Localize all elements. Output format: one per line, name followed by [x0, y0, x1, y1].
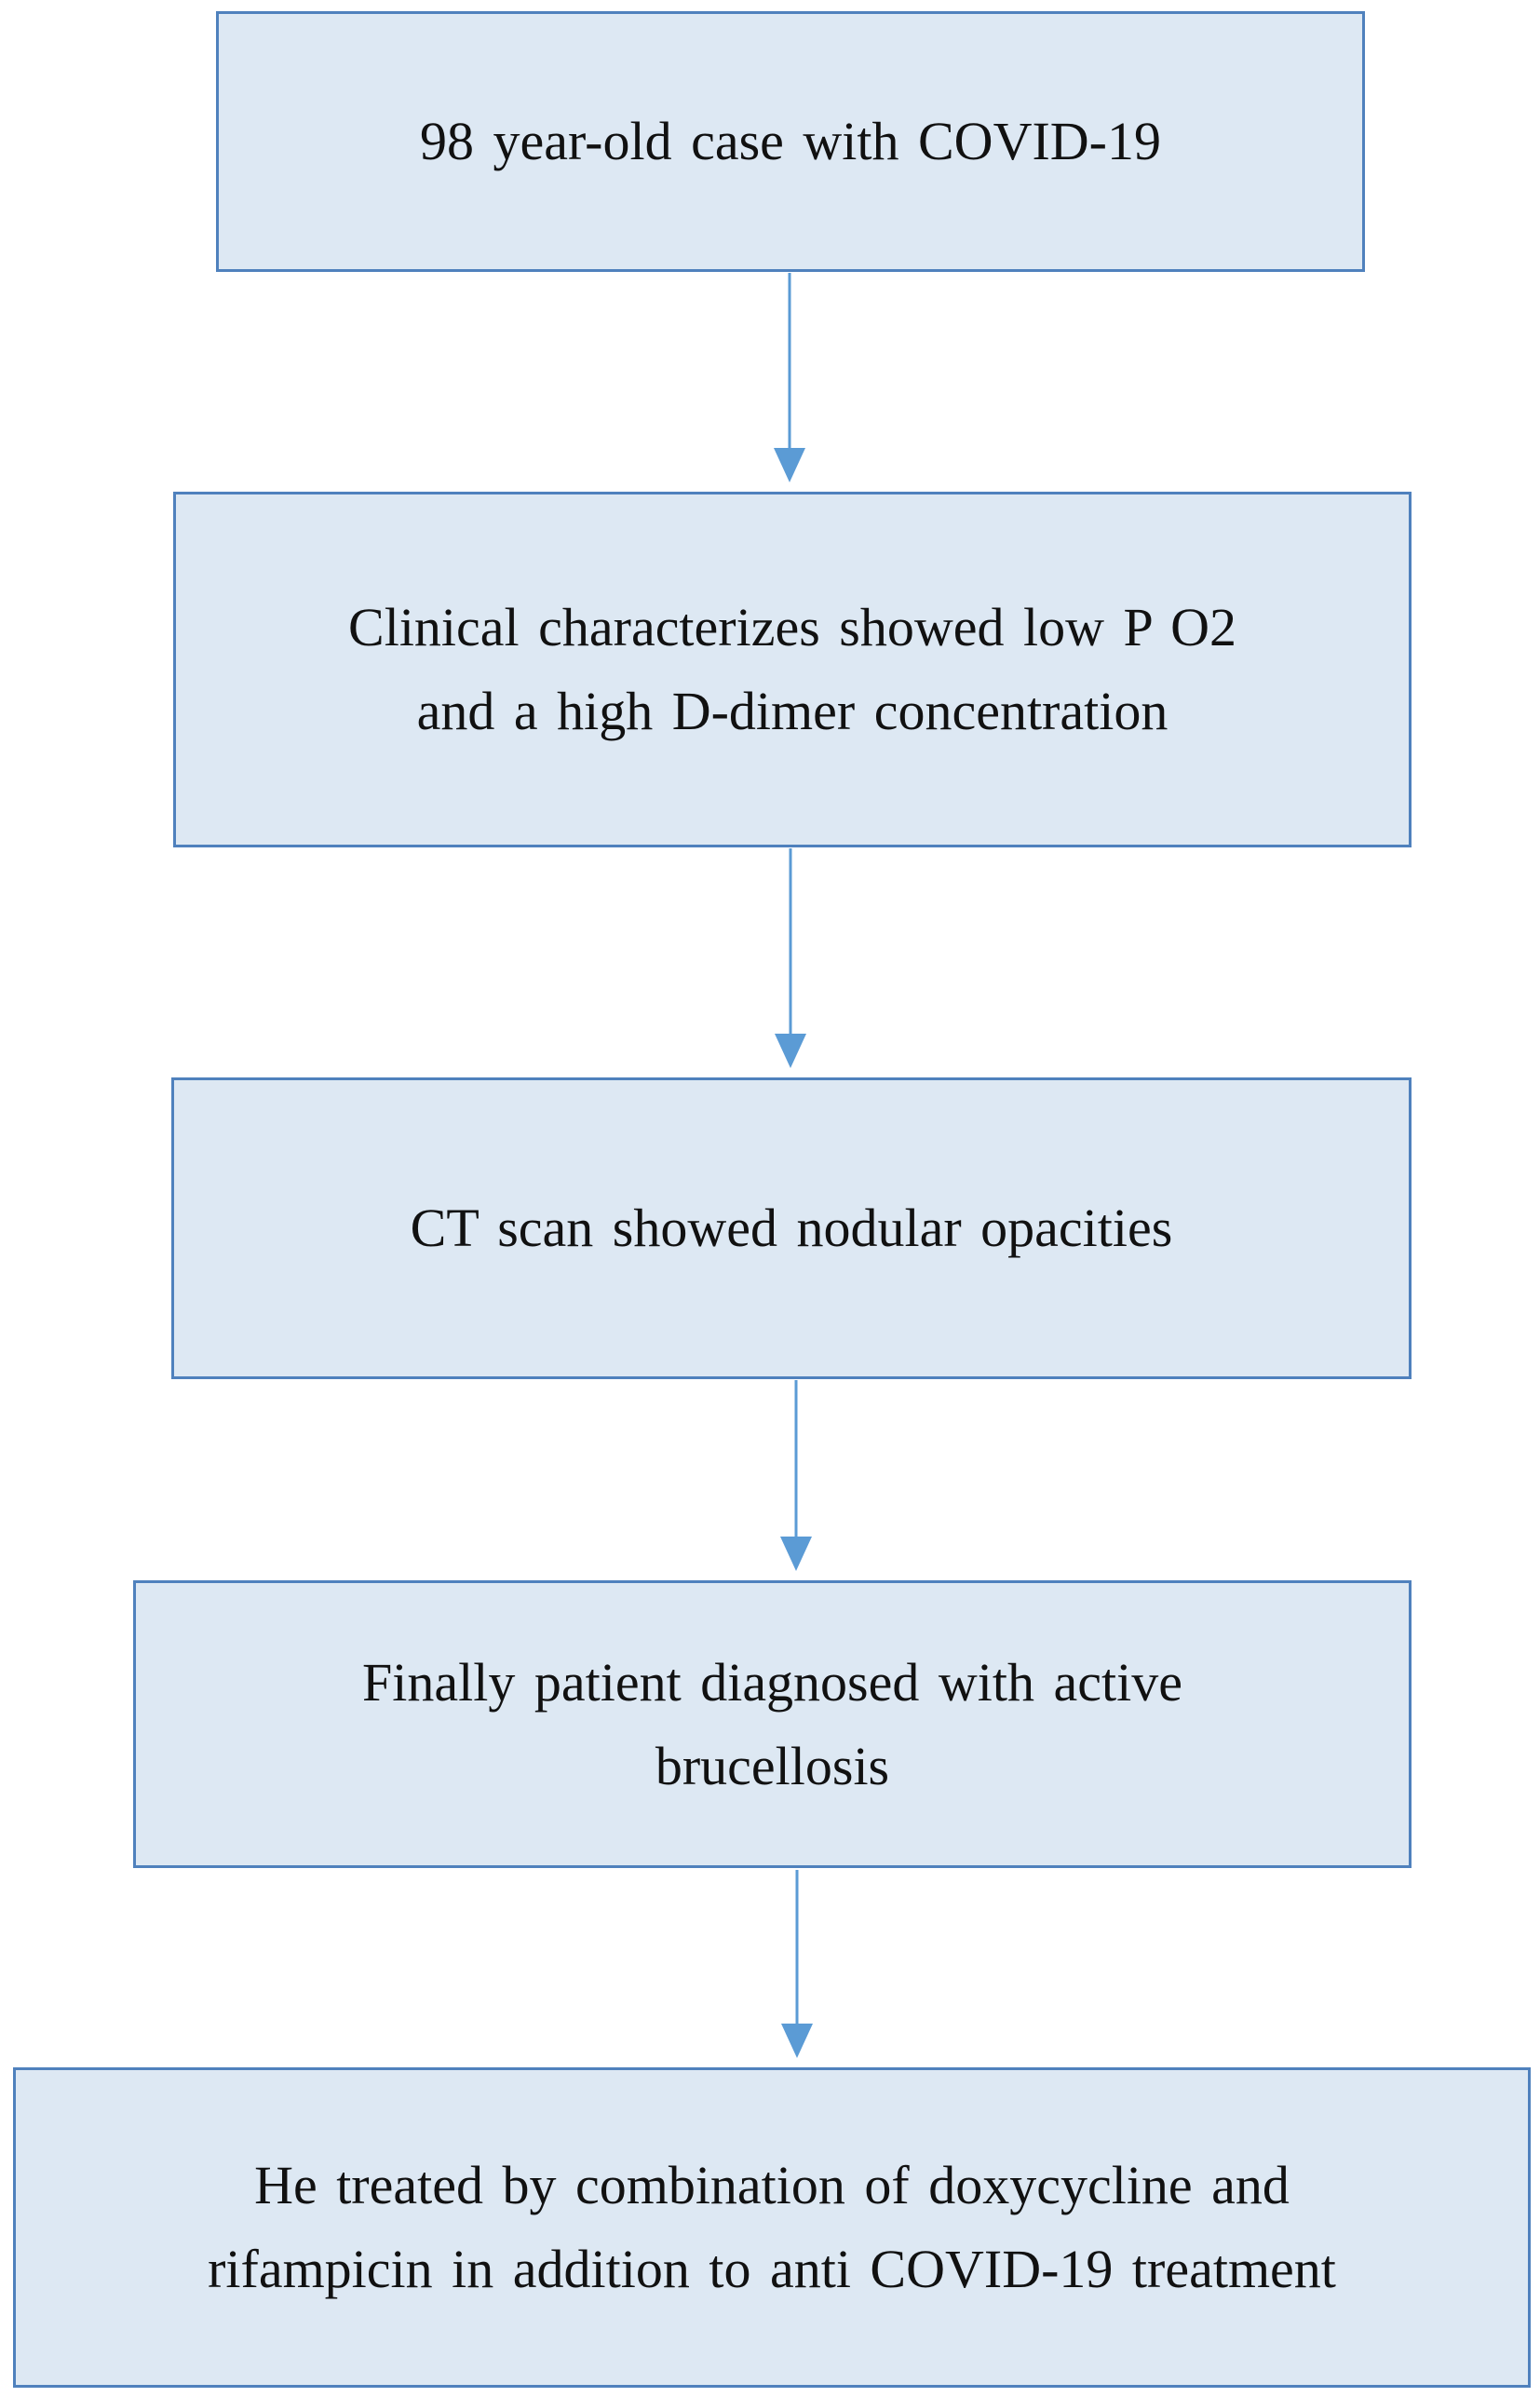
flow-step-2-box: Clinical characterizes showed low P O2 a… [173, 492, 1412, 847]
flow-step-1-line-1: 98 year-old case with COVID-19 [420, 111, 1161, 171]
flow-step-2-line-1: Clinical characterizes showed low P O2 [348, 597, 1236, 657]
flow-step-3-box: CT scan showed nodular opacities [171, 1077, 1412, 1379]
flow-step-4-line-2: brucellosis [655, 1735, 890, 1796]
arrow-4-to-5 [781, 1870, 813, 2058]
flow-step-1-text: 98 year-old case with COVID-19 [420, 109, 1161, 174]
flow-step-3-text: CT scan showed nodular opacities [411, 1196, 1173, 1261]
arrow-3-to-4 [780, 1380, 812, 1571]
flow-step-5-line-1: He treated by combination of doxycycline… [254, 2155, 1290, 2215]
flow-step-4-text: Finally patient diagnosed with active br… [362, 1641, 1182, 1808]
flow-step-5-text: He treated by combination of doxycycline… [208, 2144, 1336, 2311]
flow-step-2-text: Clinical characterizes showed low P O2 a… [348, 586, 1236, 753]
flow-step-4-line-1: Finally patient diagnosed with active [362, 1651, 1182, 1713]
arrow-1-to-2 [774, 273, 805, 482]
flow-step-2-line-2: and a high D-dimer concentration [416, 681, 1169, 741]
flow-step-4-box: Finally patient diagnosed with active br… [133, 1580, 1412, 1868]
arrow-2-to-3 [775, 848, 806, 1068]
flow-step-5-line-2: rifampicin in addition to anti COVID-19 … [208, 2239, 1336, 2299]
flow-step-3-line-1: CT scan showed nodular opacities [410, 1198, 1173, 1258]
flow-step-1-box: 98 year-old case with COVID-19 [216, 11, 1365, 272]
flow-step-5-box: He treated by combination of doxycycline… [13, 2067, 1531, 2388]
